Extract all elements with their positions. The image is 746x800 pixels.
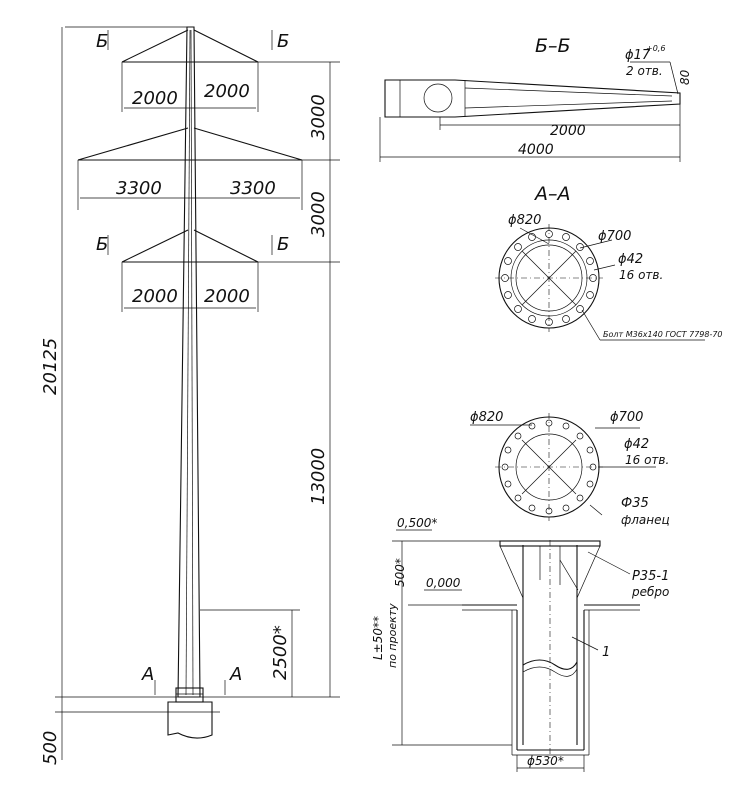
section-aa-bolt-circle: ϕ700 bbox=[598, 229, 631, 244]
flange-bolt-circle: ϕ700 bbox=[610, 410, 643, 425]
dim-gap-middle: 3000 bbox=[308, 191, 329, 237]
flange-label: фланец bbox=[621, 513, 670, 527]
foundation-rib-label: ребро bbox=[631, 585, 669, 599]
section-bb-arm-depth: 80 bbox=[678, 69, 692, 85]
foundation-view bbox=[392, 529, 640, 772]
section-bb-view bbox=[379, 61, 681, 162]
dim-middle-right: 3300 bbox=[230, 178, 276, 199]
foundation-depth-total: L±50** bbox=[371, 616, 385, 660]
dim-gap-upper: 3000 bbox=[308, 94, 329, 140]
section-aa-view bbox=[495, 224, 705, 341]
pole-elevation bbox=[55, 26, 340, 760]
flange-outer-dia: ϕ820 bbox=[470, 410, 503, 425]
dim-ground: 2500* bbox=[270, 625, 291, 680]
foundation-pipe-dia: ϕ530* bbox=[527, 754, 564, 768]
flange-hole-count: 16 отв. bbox=[625, 453, 669, 467]
foundation-level-ground: 0,000 bbox=[426, 576, 461, 590]
flange-code: Ф35 bbox=[621, 496, 649, 511]
section-b-mark-upper-left: Б bbox=[96, 31, 108, 52]
foundation-depth-top: 500* bbox=[393, 558, 407, 587]
section-bb-total-length: 4000 bbox=[518, 142, 554, 158]
section-aa-bolt-spec: Болт М36х140 ГОСТ 7798-70 bbox=[603, 330, 723, 339]
foundation-rib-code: Р35-1 bbox=[632, 569, 669, 584]
section-a-mark-left: А bbox=[141, 664, 154, 685]
dim-embed: 500 bbox=[40, 731, 61, 765]
foundation-depth-note: по проекту bbox=[386, 603, 399, 668]
dim-upper-right: 2000 bbox=[204, 81, 250, 102]
foundation-item-no: 1 bbox=[602, 645, 610, 660]
section-b-mark-upper-right: Б bbox=[277, 31, 289, 52]
section-b-mark-lower-left: Б bbox=[96, 234, 108, 255]
section-aa-bolts bbox=[501, 230, 597, 326]
section-aa-hole-dia: ϕ42 bbox=[618, 252, 643, 267]
section-aa-outer-dia: ϕ820 bbox=[508, 213, 541, 228]
dim-middle-left: 3300 bbox=[116, 178, 162, 199]
dim-lower-right: 2000 bbox=[204, 286, 250, 307]
section-bb-hole-count: 2 отв. bbox=[626, 64, 663, 78]
section-bb-hole-tol: +0,6 bbox=[646, 44, 665, 53]
section-b-mark-lower-right: Б bbox=[277, 234, 289, 255]
section-aa-title: А–А bbox=[533, 183, 571, 205]
dim-upper-left: 2000 bbox=[132, 88, 178, 109]
dim-lower-left: 2000 bbox=[132, 286, 178, 307]
section-bb-arm-length: 2000 bbox=[550, 123, 586, 139]
dim-total-height: 20125 bbox=[40, 338, 61, 395]
dim-lower-shaft: 13000 bbox=[308, 448, 329, 505]
section-bb-hole: ϕ17 bbox=[625, 48, 651, 63]
section-bb-title: Б–Б bbox=[535, 35, 571, 57]
section-aa-hole-count: 16 отв. bbox=[619, 268, 663, 282]
flange-view bbox=[470, 413, 656, 521]
foundation-level-top: 0,500* bbox=[397, 516, 437, 530]
flange-hole-dia: ϕ42 bbox=[624, 437, 649, 452]
section-a-mark-right: А bbox=[229, 664, 242, 685]
flange-bolts bbox=[501, 419, 597, 515]
